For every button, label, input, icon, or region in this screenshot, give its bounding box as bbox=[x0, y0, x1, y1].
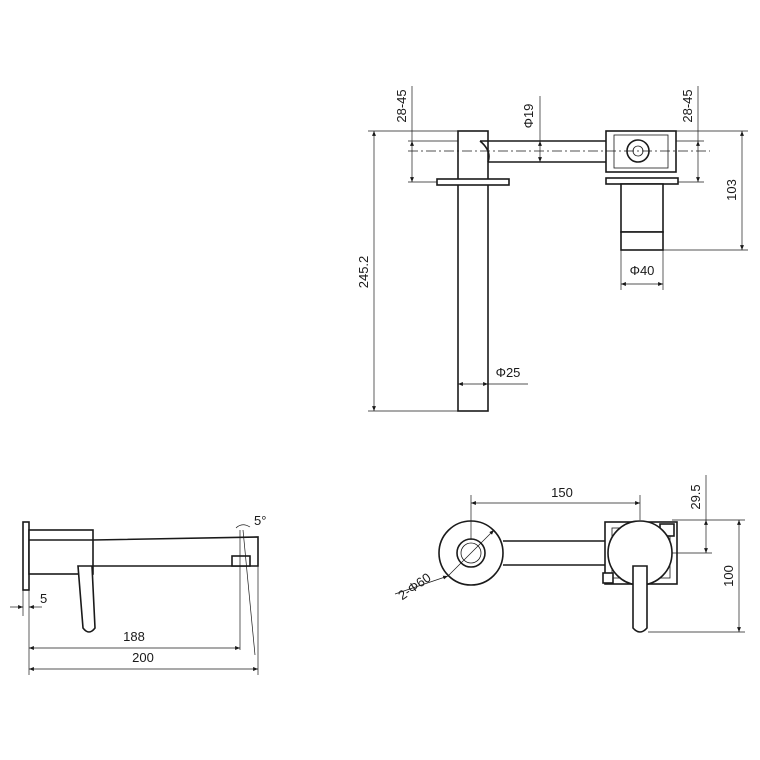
side-lever bbox=[77, 565, 96, 633]
dim-left-depth-label: 28-45 bbox=[394, 89, 409, 122]
dim-spout-dia-label: Φ25 bbox=[496, 365, 521, 380]
dim-height-label: 100 bbox=[721, 565, 736, 587]
front-connector bbox=[503, 540, 608, 566]
top-connector-pipe bbox=[479, 140, 608, 163]
side-spout bbox=[92, 536, 259, 567]
dim-total-label: 200 bbox=[132, 650, 154, 665]
side-spout-tip bbox=[231, 555, 251, 567]
dim-plate-dia-line bbox=[394, 575, 449, 595]
top-valve-cylinder bbox=[620, 183, 664, 233]
top-left-flange bbox=[436, 178, 510, 186]
top-valve-cap bbox=[620, 231, 664, 251]
front-view: 150 29.5 100 2-Φ60 bbox=[394, 475, 745, 633]
dim-body-dia-label: Φ40 bbox=[630, 263, 655, 278]
side-view: 5° 5 188 200 bbox=[10, 513, 266, 675]
dim-245-label: 245.2 bbox=[356, 256, 371, 289]
dim-right-depth-label: 28-45 bbox=[680, 89, 695, 122]
side-wall-plate bbox=[22, 521, 30, 591]
dim-spacing-label: 150 bbox=[551, 485, 573, 500]
front-lever bbox=[632, 565, 648, 633]
dim-reach-label: 188 bbox=[123, 629, 145, 644]
dim-plate-dia-label: 2-Φ60 bbox=[395, 570, 433, 603]
top-view: 245.2 28-45 Φ19 28-45 103 Φ40 Φ25 bbox=[356, 86, 748, 412]
top-spout-pipe bbox=[457, 130, 489, 412]
dim-angle-label: 5° bbox=[254, 513, 266, 528]
top-valve-block-inner bbox=[613, 134, 669, 169]
dim-pipe-dia-label: Φ19 bbox=[521, 104, 536, 129]
dim-offset-label: 29.5 bbox=[688, 484, 703, 509]
dim-body-height-label: 103 bbox=[724, 179, 739, 201]
dim-plate-label: 5 bbox=[40, 591, 47, 606]
top-right-flange bbox=[605, 177, 679, 185]
